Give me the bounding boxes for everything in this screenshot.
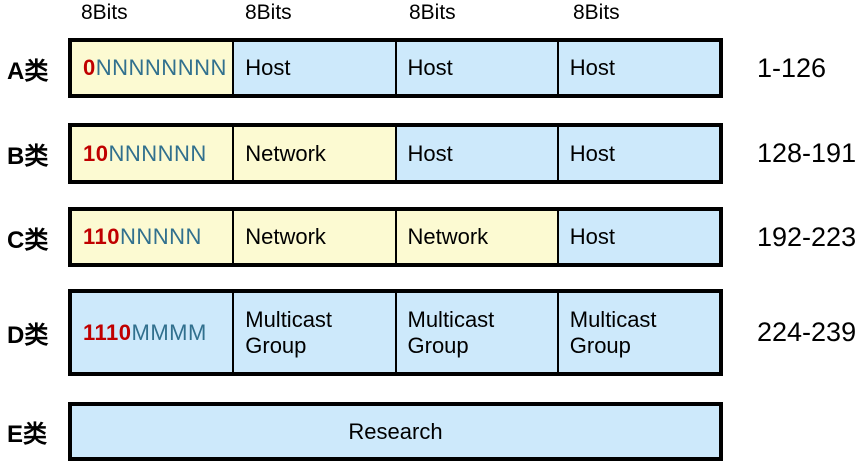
class-a-octet-box: 0NNNNNNNN Host Host Host [68, 38, 723, 98]
class-d-octet2: Multicast Group [232, 293, 395, 372]
bit-pattern: 1110MMMM [83, 320, 207, 346]
class-a-octet1-bit-pattern: 0NNNNNNNN [72, 42, 233, 94]
bits-label-octet1: 8Bits [81, 1, 128, 24]
class-d-octet4: Multicast Group [556, 293, 719, 372]
class-a-label: A类 [7, 57, 49, 85]
class-c-octet2: Network [232, 211, 395, 263]
bit-letters: NNNNNN [108, 140, 207, 166]
class-c-octet3: Network [394, 211, 557, 263]
class-c-label: C类 [7, 226, 49, 254]
bit-letters: NNNNN [120, 224, 202, 250]
bit-pattern: 0NNNNNNNN [83, 55, 227, 81]
class-b-octet4: Host [556, 127, 719, 180]
class-c-octet-box: 110NNNNN Network Network Host [68, 207, 723, 267]
class-b-octet-box: 10NNNNNN Network Host Host [68, 123, 723, 184]
class-b-octet2: Network [232, 127, 395, 180]
class-c-row: C类 110NNNNN Network Network Host 192-223 [0, 207, 864, 267]
bits-label-octet4: 8Bits [573, 1, 620, 24]
class-e-octet-box: Research [68, 402, 723, 461]
bit-pattern: 110NNNNN [83, 224, 202, 250]
class-d-octet1-bit-pattern: 1110MMMM [72, 293, 233, 372]
class-c-octet1-bit-pattern: 110NNNNN [72, 211, 233, 263]
class-b-octet1-bit-pattern: 10NNNNNN [72, 127, 233, 180]
bit-prefix: 1110 [83, 319, 132, 345]
bits-label-octet3: 8Bits [409, 1, 456, 24]
class-d-range: 224-239 [757, 317, 857, 347]
bit-letters: NNNNNNNN [95, 55, 227, 81]
class-b-range: 128-191 [757, 138, 857, 168]
class-d-row: D类 1110MMMM Multicast Group Multicast Gr… [0, 289, 864, 376]
class-a-octet4: Host [556, 42, 719, 94]
bit-prefix: 0 [83, 55, 96, 81]
class-d-octet3: Multicast Group [394, 293, 557, 372]
bits-header: 8Bits 8Bits 8Bits 8Bits [68, 1, 724, 25]
class-d-octet-box: 1110MMMM Multicast Group Multicast Group… [68, 289, 723, 376]
bits-label-octet2: 8Bits [245, 1, 292, 24]
bit-letters: MMMM [131, 319, 207, 345]
class-b-octet3: Host [394, 127, 557, 180]
class-a-octet3: Host [394, 42, 557, 94]
class-e-label: E类 [7, 421, 48, 448]
class-b-row: B类 10NNNNNN Network Host Host 128-191 [0, 123, 864, 184]
class-a-octet2: Host [232, 42, 395, 94]
class-c-octet4: Host [556, 211, 719, 263]
class-e-research-cell: Research [72, 406, 719, 457]
class-b-label: B类 [7, 143, 49, 170]
bit-pattern: 10NNNNNN [83, 141, 207, 167]
class-c-range: 192-223 [757, 221, 857, 252]
bit-prefix: 10 [83, 140, 109, 166]
bit-prefix: 110 [83, 224, 120, 250]
class-d-label: D类 [7, 322, 49, 349]
class-a-range: 1-126 [757, 52, 827, 83]
class-e-row: E类 Research [0, 402, 864, 461]
class-a-row: A类 0NNNNNNNN Host Host Host 1-126 [0, 38, 864, 98]
